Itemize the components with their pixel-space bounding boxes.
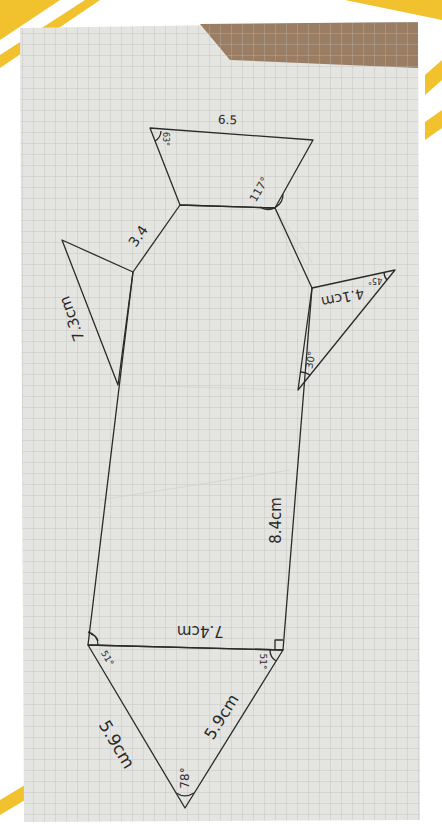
angle-label: 63° (161, 132, 169, 146)
dimension-label: 8.4cm (269, 497, 284, 544)
dimension-label: 7.4cm (177, 623, 224, 638)
angle-label: 45° (368, 276, 382, 284)
dimension-label: 6.5 (218, 114, 238, 127)
angle-label: 78° (179, 767, 191, 788)
angle-label: 51° (258, 653, 267, 669)
